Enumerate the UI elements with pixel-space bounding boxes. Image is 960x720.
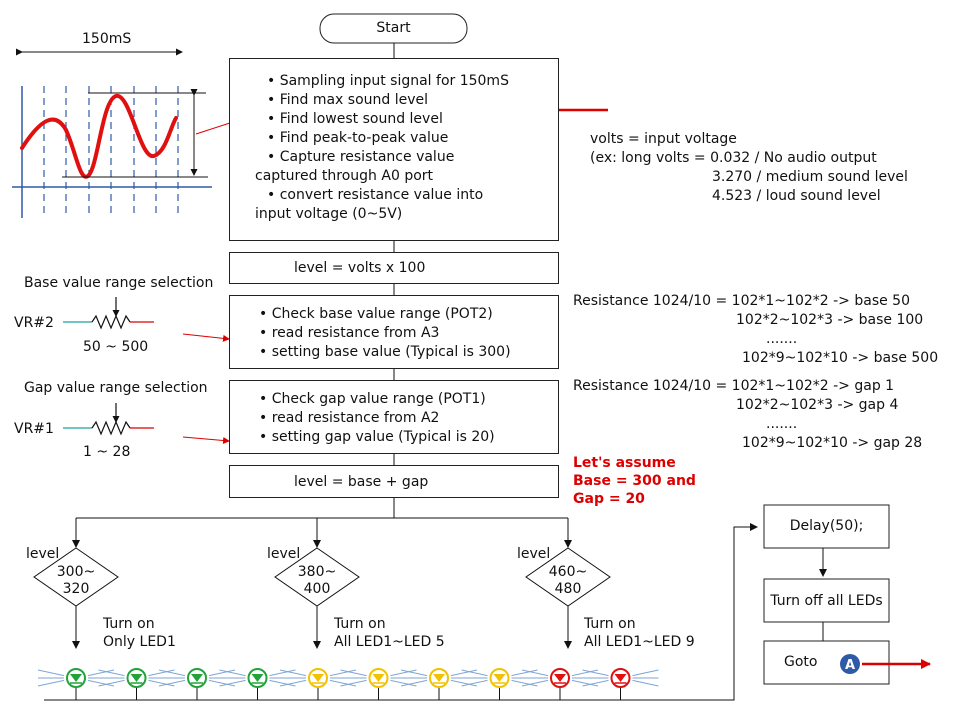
sampling-line: input voltage (0~5V) [255, 206, 403, 222]
assume-line: Gap = 20 [573, 491, 645, 507]
sampling-line: • convert resistance value into [267, 187, 484, 203]
waveform-duration-label: 150mS [82, 31, 132, 47]
led-yellow-icon [400, 668, 478, 700]
led-yellow-icon [340, 668, 417, 700]
decision-action: All LED1~LED 5 [334, 634, 445, 650]
delay-label: Delay(50); [789, 518, 864, 534]
sum-step-label: level = base + gap [294, 474, 429, 490]
led-green-icon [37, 668, 115, 700]
led-red-icon [582, 668, 659, 700]
decision-action: Turn on [334, 616, 386, 632]
decision-action: Turn on [103, 616, 155, 632]
gap-note-line: 102*9~102*10 -> gap 28 [742, 435, 923, 451]
decision-level-label: level [517, 546, 551, 562]
decision-action: Only LED1 [103, 634, 176, 650]
sound-wave [20, 94, 178, 179]
volts-note-line: volts = input voltage [590, 131, 737, 147]
led-green-icon [98, 668, 175, 700]
gap-note-line: ....... [766, 416, 798, 432]
base-vr-label: VR#2 [14, 315, 54, 331]
start-label: Start [376, 20, 411, 36]
goto-box [763, 640, 890, 685]
base-note-line: Resistance 1024/10 = 102*1~102*2 -> base… [573, 293, 910, 309]
led-red-icon [521, 668, 599, 700]
return-path-connector [44, 523, 758, 701]
delay-box [763, 504, 890, 549]
potentiometer-vr2-icon [63, 297, 154, 330]
decision-action: Turn on [584, 616, 636, 632]
waveform-illustration [12, 48, 212, 218]
decision-diamond-3 [525, 547, 611, 607]
level-calc-label: level = volts x 100 [294, 260, 426, 276]
decision-range: 300~ [56, 564, 96, 580]
decision-level-label: level [267, 546, 301, 562]
gap-note-line: 102*2~102*3 -> gap 4 [736, 397, 899, 413]
base-range-title: Base value range selection [24, 275, 214, 291]
goto-marker-a-label: A [845, 658, 855, 673]
sampling-line: • Find peak-to-peak value [267, 130, 449, 146]
assume-line: Base = 300 and [573, 473, 696, 489]
sum-step-box: level = base + gap [229, 465, 559, 498]
base-step-box: • Check base value range (POT2) • read r… [229, 295, 559, 369]
decision-range: 460~ [548, 564, 588, 580]
decision-diamond-2 [274, 547, 360, 607]
level-calc-box: level = volts x 100 [229, 252, 559, 284]
led-yellow-icon [279, 668, 357, 700]
base-note-line: 102*2~102*3 -> base 100 [736, 312, 924, 328]
led-yellow-icon [461, 668, 538, 700]
sampling-line: • Sampling input signal for 150mS [267, 73, 509, 89]
goto-label: Goto [784, 654, 818, 670]
decision-range: 400 [303, 581, 331, 597]
gap-step-line: • setting gap value (Typical is 20) [259, 429, 495, 445]
potentiometer-vr1-icon [63, 403, 154, 436]
base-step-line: • Check base value range (POT2) [259, 306, 493, 322]
decision-action: All LED1~LED 9 [584, 634, 695, 650]
sampling-line: • Capture resistance value [267, 149, 455, 165]
base-step-line: • read resistance from A3 [259, 325, 440, 341]
decision-range: 480 [554, 581, 582, 597]
branch-connectors [72, 517, 572, 649]
decision-range: 320 [62, 581, 90, 597]
volts-note-line: (ex: long volts = 0.032 / No audio outpu… [590, 150, 877, 166]
turn-off-label: Turn off all LEDs [770, 593, 883, 609]
sampling-line: • Find max sound level [267, 92, 429, 108]
gap-step-line: • read resistance from A2 [259, 410, 440, 426]
led-green-icon [219, 668, 296, 700]
decision-range: 380~ [297, 564, 337, 580]
sample-gridlines [43, 86, 179, 218]
decision-level-label: level [26, 546, 60, 562]
decision-diamond-1 [33, 547, 119, 607]
base-range-value: 50 ~ 500 [83, 339, 149, 355]
sampling-line: • Find lowest sound level [267, 111, 443, 127]
gap-note-line: Resistance 1024/10 = 102*1~102*2 -> gap … [573, 378, 895, 394]
base-note-line: 102*9~102*10 -> base 500 [742, 350, 939, 366]
gap-step-line: • Check gap value range (POT1) [259, 391, 486, 407]
assume-line: Let's assume [573, 455, 676, 471]
gap-range-value: 1 ~ 28 [83, 444, 131, 460]
gap-vr-label: VR#1 [14, 421, 54, 437]
sampling-step-box: • Sampling input signal for 150mS • Find… [229, 58, 559, 241]
volts-note-line: 4.523 / loud sound level [712, 188, 881, 204]
gap-range-title: Gap value range selection [24, 380, 208, 396]
led-green-icon [158, 668, 236, 700]
volts-note-line: 3.270 / medium sound level [712, 169, 908, 185]
turn-off-box [763, 578, 890, 623]
base-step-line: • setting base value (Typical is 300) [259, 344, 511, 360]
gap-step-box: • Check gap value range (POT1) • read re… [229, 380, 559, 454]
base-note-line: ....... [766, 331, 798, 347]
sampling-line: captured through A0 port [255, 168, 434, 184]
led-strip [37, 668, 659, 700]
goto-marker-a-icon [840, 654, 860, 674]
